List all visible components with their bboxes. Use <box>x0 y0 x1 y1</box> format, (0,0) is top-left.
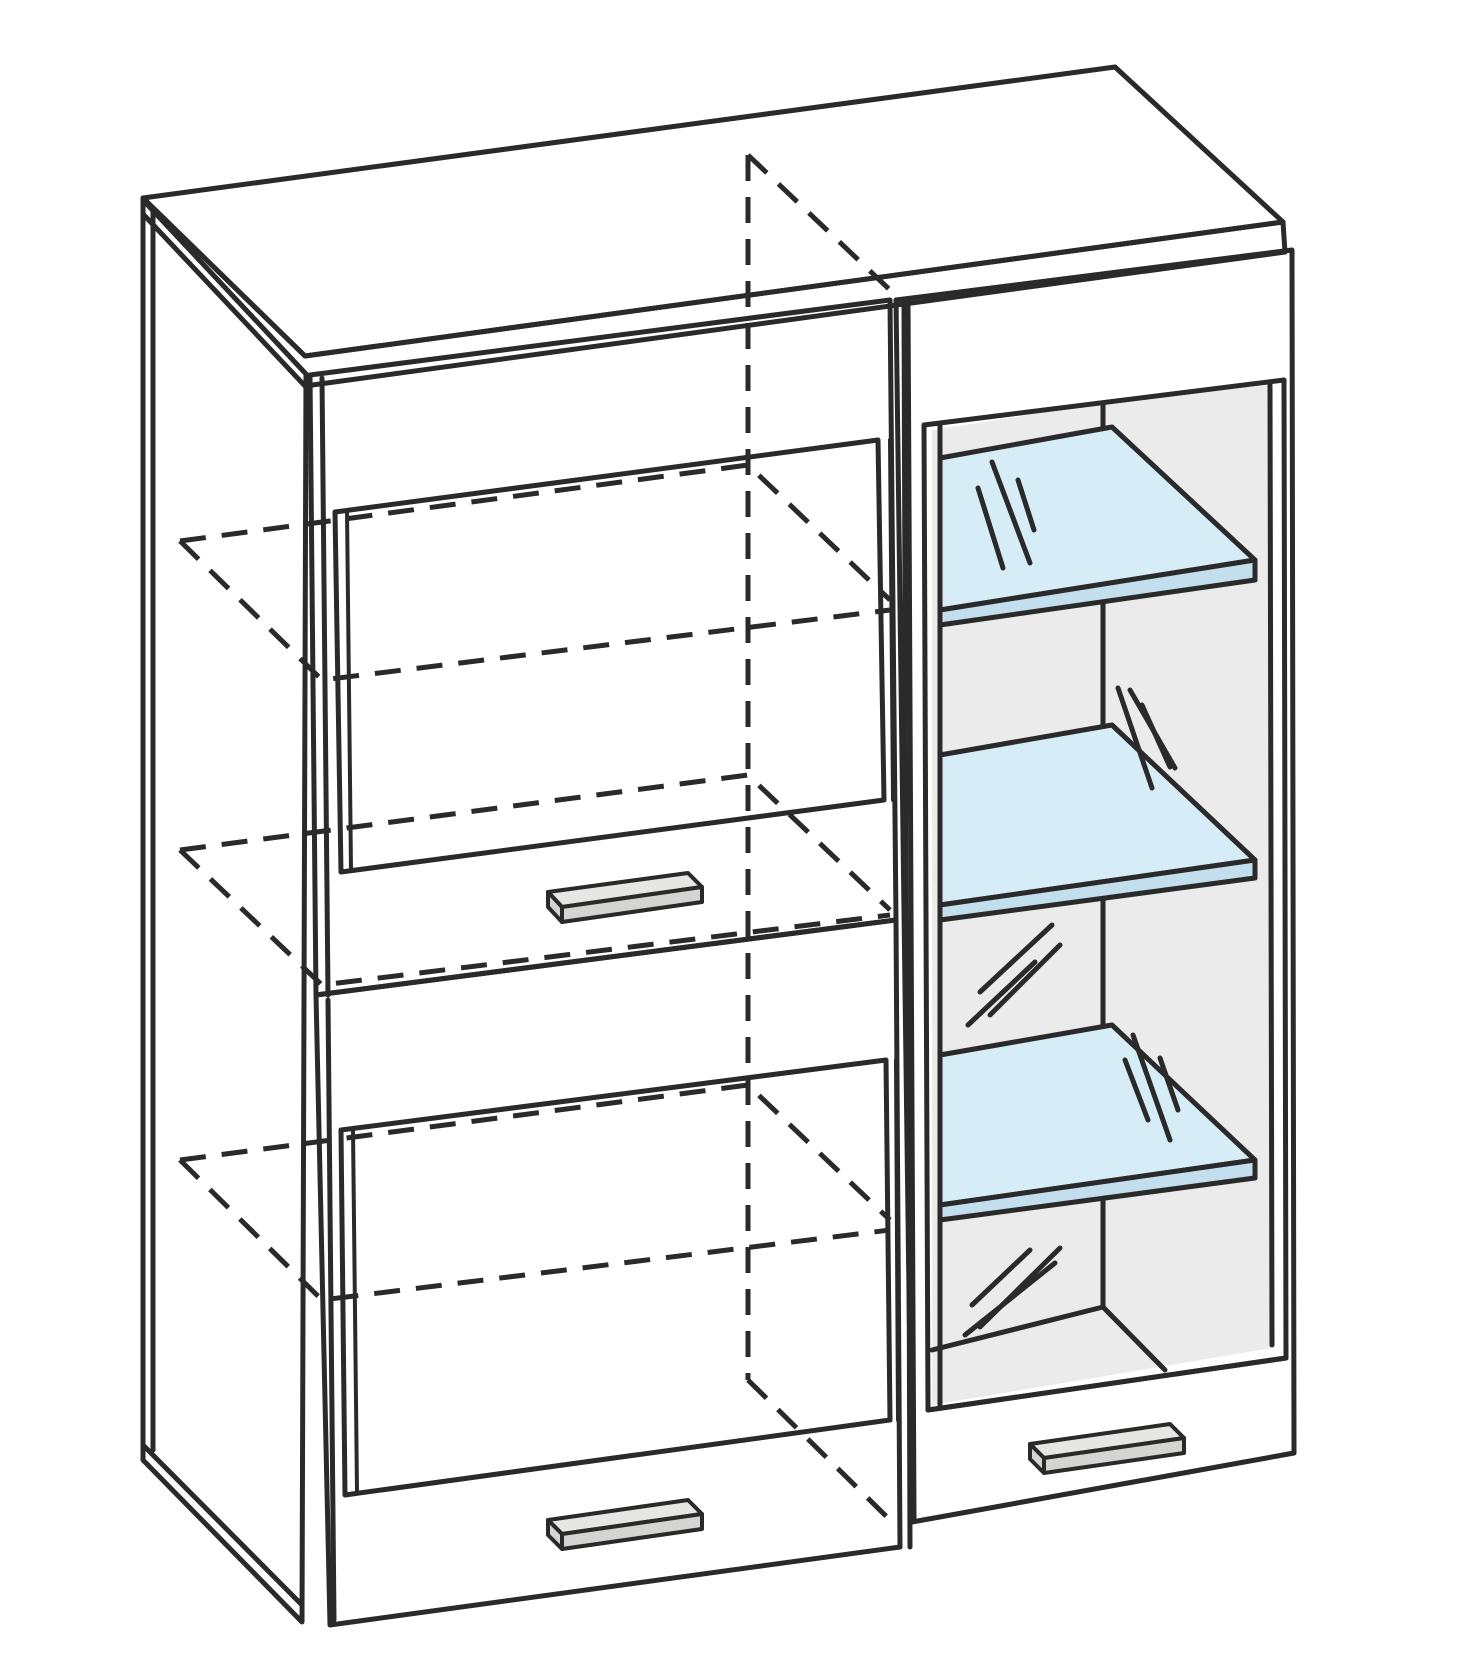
cabinet-top-edge <box>140 195 1288 389</box>
glass-shelf-3 <box>937 1022 1258 1223</box>
right-glass-door[interactable] <box>893 247 1297 1525</box>
left-upper-door[interactable] <box>307 297 909 998</box>
glass-shelf-1 <box>937 424 1258 628</box>
glass-shelf-2 <box>937 722 1258 923</box>
left-lower-door[interactable] <box>313 917 913 1628</box>
cabinet-body <box>140 64 1288 1625</box>
glass-reflection-marks <box>962 459 1181 1338</box>
hidden-edges <box>178 153 892 1522</box>
cabinet-top <box>140 64 1286 359</box>
cabinet-left-side <box>140 197 309 1625</box>
